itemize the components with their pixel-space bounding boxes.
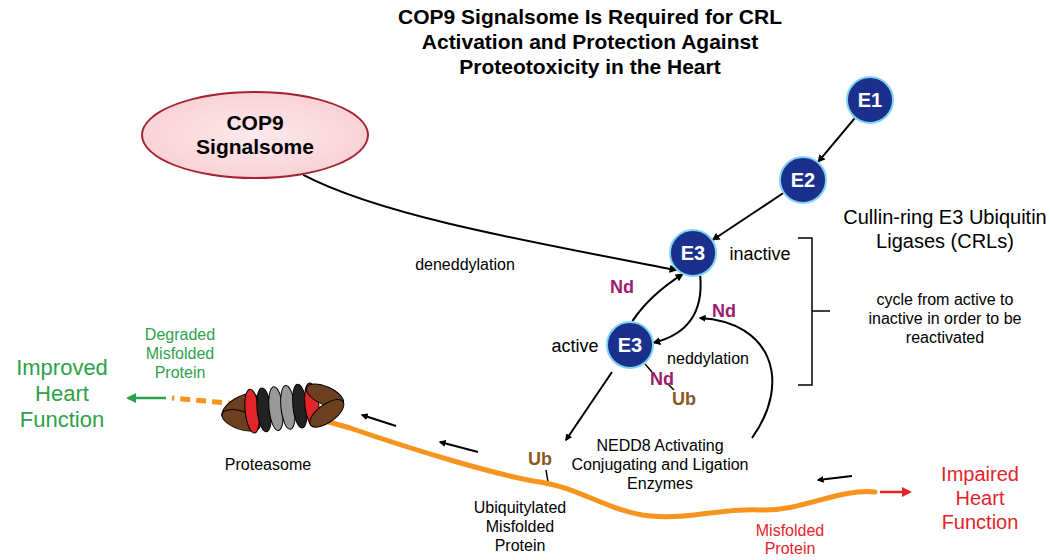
degraded-strand (172, 398, 238, 404)
node-text-group: COP9 Signalsome (180, 111, 330, 159)
state-label: active (551, 335, 598, 357)
enzyme-circle: E2 (779, 156, 827, 204)
note: cycle from active to inactive in order t… (850, 290, 1040, 347)
diagram-title: COP9 Signalsome Is Required for CRL Acti… (380, 4, 800, 79)
part-name: Proteasome (225, 455, 311, 474)
node-text-group: E3 (618, 334, 642, 357)
node-text-group: E3 (681, 242, 705, 265)
node-label: E3 (681, 242, 705, 265)
flow-arrow (566, 372, 612, 440)
protein-label: Ubiquitylated Misfolded Protein (466, 498, 574, 555)
group-label: Cullin-ring E3 Ubiquitin Ligases (CRLs) (843, 205, 1048, 253)
node-label: E2 (791, 169, 815, 192)
connector-arrow (818, 118, 854, 161)
connector-arrow (303, 175, 676, 270)
flow-arrow (440, 442, 478, 452)
enzyme-circle: E1 (846, 76, 894, 124)
node-label: E3 (618, 334, 642, 357)
impaired-arrow (880, 491, 910, 494)
enzyme-circle: E3 (669, 229, 717, 277)
improved-arrow (128, 397, 166, 400)
ubiquitin-tag: Ub (672, 388, 696, 410)
enzyme-circle: E3 (606, 321, 654, 369)
ubiquitin-tag: Ub (528, 448, 552, 470)
connector-arrow (713, 193, 783, 239)
node-label: COP9 Signalsome (180, 111, 330, 159)
enzyme-label: NEDD8 Activating Conjugating and Ligatio… (553, 436, 768, 493)
outcome-label: Improved Heart Function (1, 355, 123, 433)
process-label: neddylation (667, 349, 749, 368)
leader-line (700, 318, 772, 438)
edge-label: deneddylation (415, 255, 515, 274)
protein-label: Degraded Misfolded Protein (128, 325, 233, 382)
bracket (798, 238, 830, 385)
node-label: E1 (858, 89, 882, 112)
node-text-group: E2 (791, 169, 815, 192)
nedd8-tag: Nd (712, 300, 736, 322)
signalsome-ellipse: COP9 Signalsome (141, 91, 369, 179)
protein-label: Misfolded Protein (743, 522, 838, 558)
state-label: inactive (729, 243, 790, 265)
connector-arrow (654, 276, 701, 343)
nedd8-tag: Nd (610, 276, 634, 298)
nedd8-tag: Nd (650, 368, 674, 390)
node-text-group: E1 (858, 89, 882, 112)
protein-strand (322, 420, 875, 517)
flow-arrow (362, 415, 396, 426)
flow-arrow (818, 476, 852, 480)
outcome-label: Impaired Heart Function (915, 462, 1045, 534)
proteasome (216, 375, 351, 442)
connector-arrow (632, 274, 682, 321)
tag-tick (546, 470, 548, 482)
